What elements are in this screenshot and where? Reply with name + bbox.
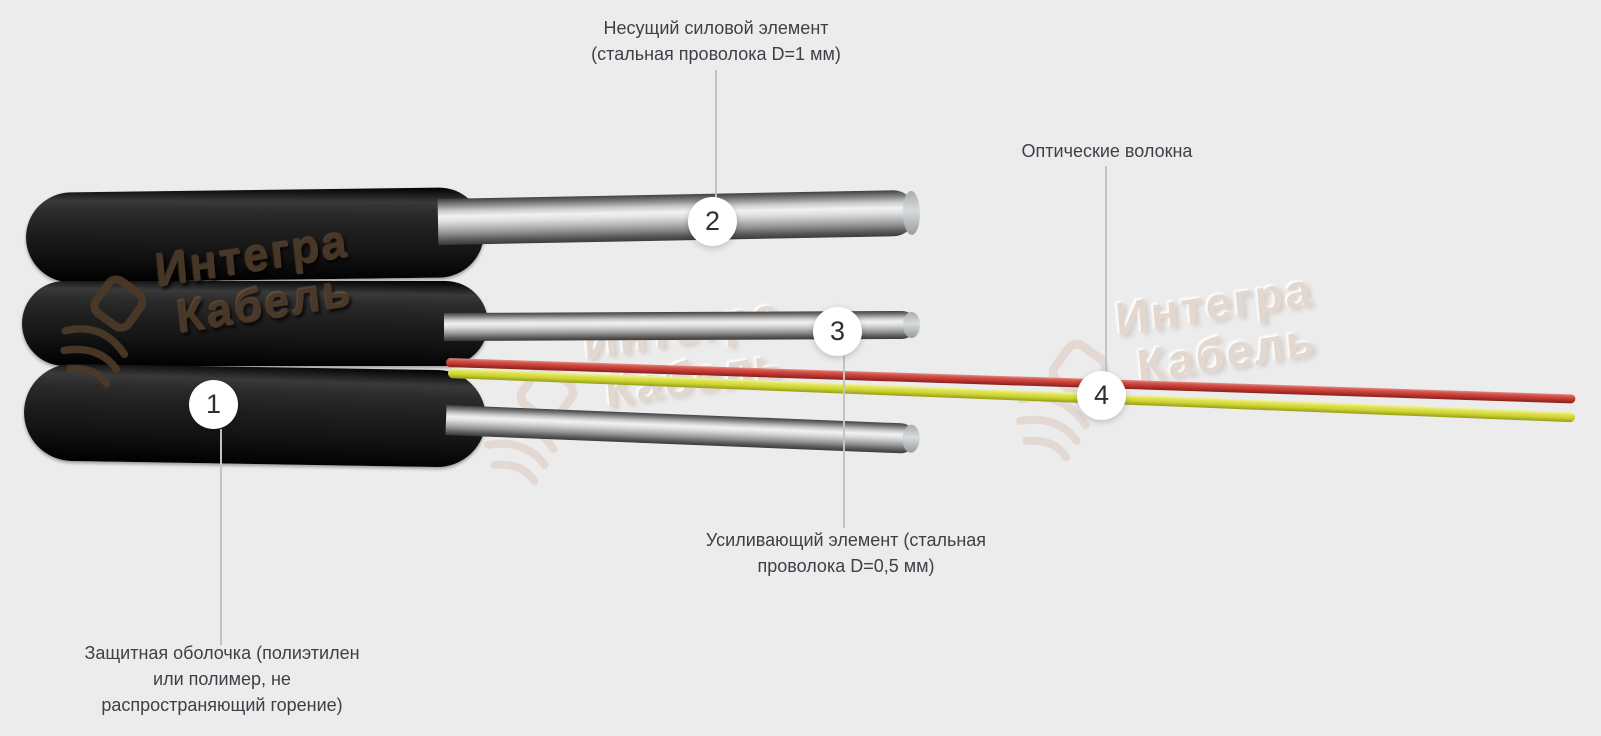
wire-end-cap — [902, 424, 921, 454]
watermark-line2: Кабель — [1134, 311, 1319, 394]
callout-label-messenger: Несущий силовой элемент (стальная провол… — [516, 15, 916, 67]
badge-number: 2 — [704, 206, 721, 236]
cable-sheath — [22, 184, 492, 474]
label-line: проволока D=0,5 мм) — [757, 556, 935, 576]
callout-badge-fibers: 4 — [1077, 371, 1126, 420]
leader-line-strength — [843, 356, 845, 528]
leader-line-fibers — [1105, 166, 1107, 372]
label-line: распространяющий горение) — [101, 695, 343, 715]
watermark-right: Интегра Кабель — [995, 261, 1335, 478]
wire-end-cap — [902, 191, 921, 235]
leader-line-sheath — [220, 429, 222, 645]
callout-badge-messenger: 2 — [688, 197, 737, 246]
badge-number: 1 — [205, 389, 222, 419]
watermark-line1: Интегра — [1113, 261, 1316, 347]
callout-label-sheath: Защитная оболочка (полиэтилен или полиме… — [22, 640, 422, 718]
badge-number: 4 — [1093, 380, 1110, 410]
wire-end-cap — [902, 311, 921, 339]
label-line: Защитная оболочка (полиэтилен — [84, 643, 360, 663]
watermark-text: Интегра Кабель — [1112, 261, 1325, 394]
label-line: Усиливающий элемент (стальная — [705, 530, 987, 550]
badge-number: 3 — [829, 316, 846, 346]
label-line: (стальная проволока D=1 мм) — [591, 44, 841, 64]
sheath-lobe-bottom — [23, 363, 487, 468]
strength-wire-lower — [445, 405, 921, 454]
sheath-lobe-top — [25, 187, 485, 283]
callout-badge-sheath: 1 — [189, 380, 238, 429]
watermark-text: Интегра Кабель — [580, 286, 793, 418]
label-line: Оптические волокна — [1021, 141, 1193, 161]
label-line: или полимер, не — [153, 669, 291, 689]
sheath-lobe-middle — [22, 281, 488, 366]
callout-label-fibers: Оптические волокна — [957, 138, 1257, 164]
callout-badge-strength: 3 — [813, 307, 862, 356]
label-line: Несущий силовой элемент — [603, 18, 829, 38]
leader-line-messenger — [715, 70, 717, 198]
callout-label-strength: Усиливающий элемент (стальная проволока … — [646, 527, 1046, 579]
messenger-wire — [437, 189, 921, 245]
